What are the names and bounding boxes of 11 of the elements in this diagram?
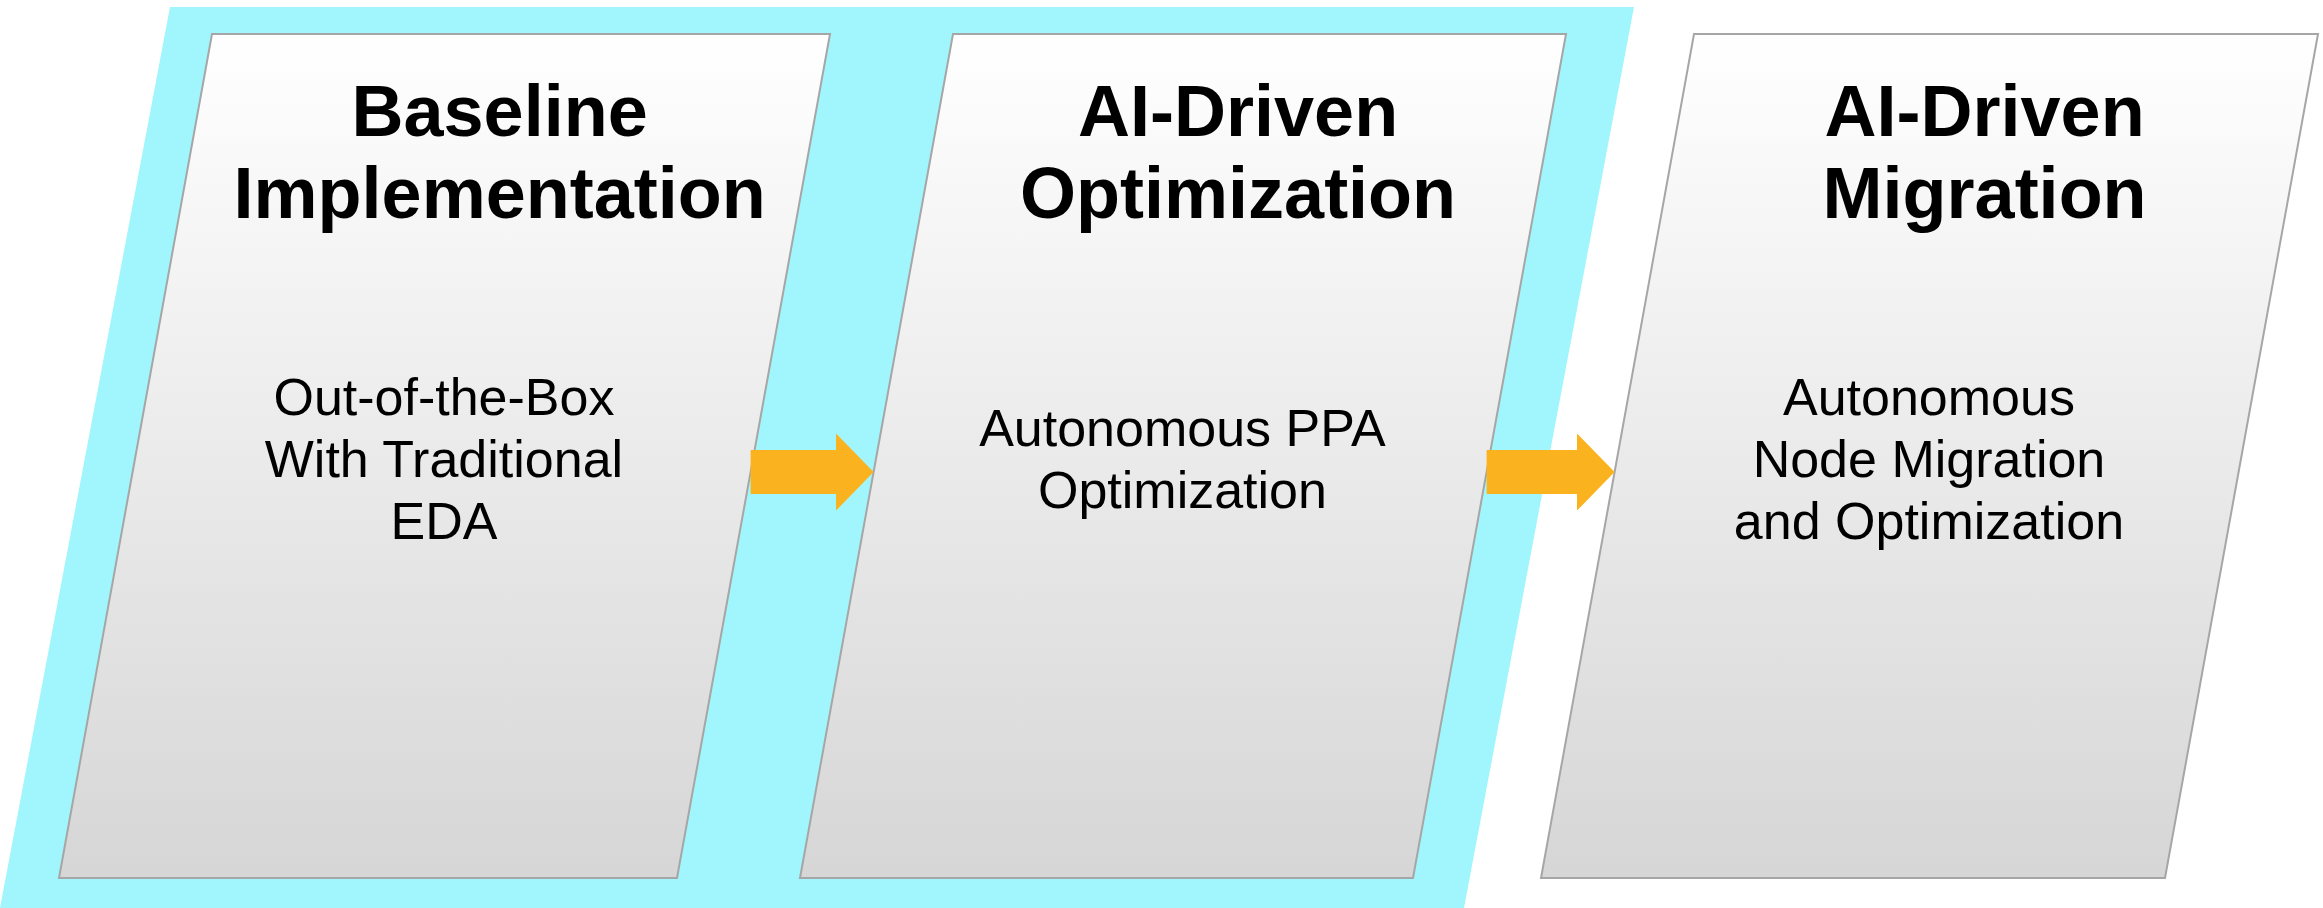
card-title: Baseline Implementation (232, 70, 767, 234)
highlight-band (0, 7, 1634, 908)
process-card (1541, 34, 2318, 878)
card-description: Autonomous Node Migration and Optimization (1732, 367, 2126, 552)
process-card (59, 34, 830, 878)
card-description: Out-of-the-Box With Traditional EDA (263, 367, 625, 552)
process-card (800, 34, 1566, 878)
card-title: AI-Driven Optimization (1019, 70, 1458, 234)
card-title: AI-Driven Migration (1821, 70, 2148, 234)
arrow (750, 433, 874, 511)
card-description: Autonomous PPA Optimization (978, 398, 1387, 521)
